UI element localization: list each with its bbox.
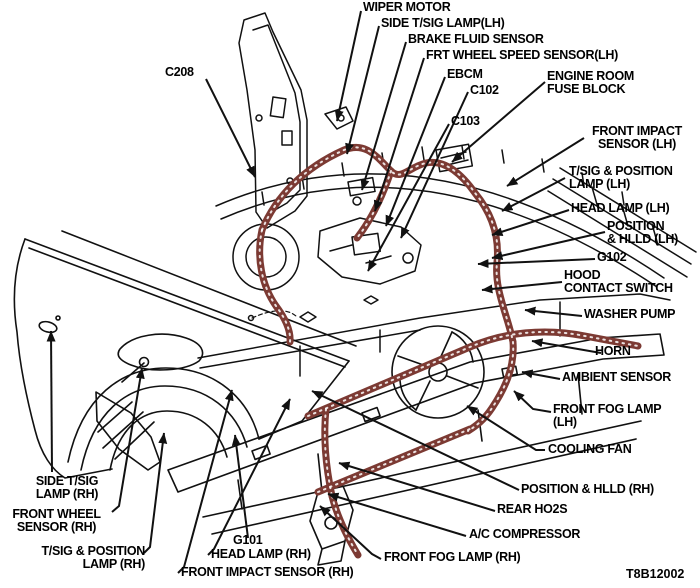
leader-side-tsig-lamp-rh <box>46 330 56 473</box>
side-marker-art <box>38 320 58 334</box>
label-horn: HORN <box>595 344 631 358</box>
leader-c208 <box>205 78 256 178</box>
leader-rear-ho2s <box>338 461 496 512</box>
leader-front-impact-sensor-lh <box>506 137 585 187</box>
leader-head-lamp-rh <box>207 398 291 556</box>
wheel-arch <box>67 367 260 463</box>
engine-block <box>317 217 422 285</box>
figure-code: T8B12002 <box>626 567 685 581</box>
label-position-hlld-lh: POSITION & HLLD (LH) <box>607 219 678 247</box>
label-front-wheel-sensor-rh: FRONT WHEEL SENSOR (RH) <box>12 507 101 535</box>
leader-frt-wheel-speed-sensor-lh <box>373 57 425 212</box>
label-side-tsig-lamp-lh: SIDE T/SIG LAMP(LH) <box>381 16 505 30</box>
leader-cooling-fan <box>466 405 545 451</box>
label-position-hlld-rh: POSITION & HLLD (RH) <box>521 482 654 496</box>
label-frt-wheel-speed-sensor-lh: FRT WHEEL SPEED SENSOR(LH) <box>426 48 618 62</box>
label-ac-compressor: A/C COMPRESSOR <box>469 527 581 541</box>
leader-c103 <box>367 123 450 272</box>
leader-ambient-sensor <box>521 369 561 380</box>
label-head-lamp-lh: HEAD LAMP (LH) <box>571 201 670 215</box>
leader-side-tsig-lamp-lh <box>345 25 380 155</box>
wheel-hub-sensor <box>138 356 150 368</box>
leader-brake-fluid-sensor <box>360 41 407 191</box>
label-wiper-motor: WIPER MOTOR <box>363 0 451 14</box>
label-front-fog-lamp-rh: FRONT FOG LAMP (RH) <box>384 550 521 564</box>
leader-position-hlld-lh <box>491 231 606 261</box>
label-rear-ho2s: REAR HO2S <box>497 502 568 516</box>
leader-washer-pump <box>524 306 583 317</box>
leader-tsig-position-lamp-rh <box>143 432 168 554</box>
bumper-valance <box>202 420 642 535</box>
leader-wiper-motor <box>334 10 362 122</box>
leader-position-hlld-rh <box>311 390 520 491</box>
leader-front-impact-sensor-rh <box>177 389 234 574</box>
cowl-panel <box>215 173 665 279</box>
leader-front-fog-lamp-lh <box>513 390 552 413</box>
label-hood-contact-switch: HOOD CONTACT SWITCH <box>564 268 673 296</box>
label-washer-pump: WASHER PUMP <box>584 307 676 321</box>
lower-bracket <box>309 485 354 566</box>
label-c103: C103 <box>451 114 480 128</box>
label-cooling-fan: COOLING FAN <box>548 442 632 456</box>
connector-diamond <box>299 311 317 323</box>
leader-c102 <box>400 91 469 239</box>
leader-hood-contact-switch <box>481 281 563 294</box>
leader-engine-room-fuse-block <box>451 81 546 163</box>
label-front-impact-sensor-lh: FRONT IMPACT SENSOR (LH) <box>592 124 682 152</box>
leader-g101 <box>231 434 249 539</box>
leader-tsig-position-lamp-lh <box>501 177 566 212</box>
leader-ac-compressor <box>327 492 467 537</box>
leader-g102 <box>477 258 596 269</box>
label-c208: C208 <box>165 65 194 79</box>
label-tsig-position-lamp-lh: T/SIG & POSITION LAMP (LH) <box>569 164 673 192</box>
label-brake-fluid-sensor: BRAKE FLUID SENSOR <box>408 32 544 46</box>
leader-head-lamp-lh <box>491 209 570 237</box>
label-g102: G102 <box>597 250 627 264</box>
fender-and-bumper-art <box>13 230 665 566</box>
connector-diamond <box>363 295 379 305</box>
label-front-impact-sensor-rh: FRONT IMPACT SENSOR (RH) <box>181 565 354 579</box>
label-engine-room-fuse-block: ENGINE ROOM FUSE BLOCK <box>547 69 634 97</box>
label-g101: G101 <box>233 533 263 547</box>
bumper-beam <box>167 333 665 493</box>
label-c102: C102 <box>470 83 499 97</box>
leader-ebcm <box>385 76 446 227</box>
label-tsig-position-lamp-rh: T/SIG & POSITION LAMP (RH) <box>41 544 145 572</box>
hood-edge <box>61 230 357 347</box>
label-head-lamp-rh: HEAD LAMP (RH) <box>211 547 311 561</box>
label-ambient-sensor: AMBIENT SENSOR <box>562 370 672 384</box>
label-side-tsig-lamp-rh: SIDE T/SIG LAMP (RH) <box>35 474 99 502</box>
leader-front-fog-lamp-rh <box>319 505 382 560</box>
leader-lines <box>46 10 606 574</box>
cooling-fan-art <box>391 325 485 419</box>
leader-horn <box>531 338 602 354</box>
label-front-fog-lamp-lh: FRONT FOG LAMP (LH) <box>553 402 662 430</box>
leader-front-wheel-sensor-rh <box>111 367 145 513</box>
hinge-pillar <box>238 12 308 229</box>
fender <box>24 238 350 368</box>
label-ebcm: EBCM <box>447 67 483 81</box>
headlamp-pocket <box>117 333 204 371</box>
knuckle-art <box>95 391 161 471</box>
